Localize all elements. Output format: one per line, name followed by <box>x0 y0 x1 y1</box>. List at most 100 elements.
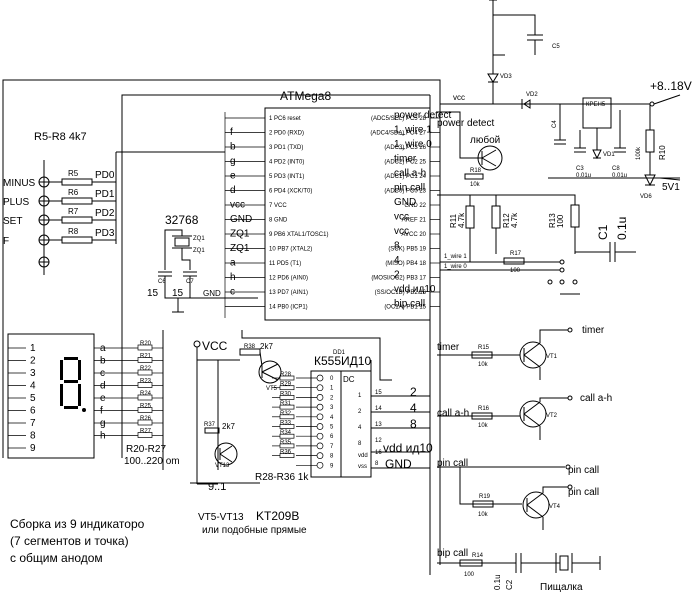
decoder-output: 5 <box>330 425 334 431</box>
decoder-output: 4 <box>330 415 334 421</box>
resistor-r16: R16 <box>478 406 490 412</box>
diode-vd3: VD3 <box>500 74 512 80</box>
resistor-r13: R13 <box>548 213 557 228</box>
resistor-r8: R8 <box>68 227 79 236</box>
mcu-right-net: GND <box>394 197 416 208</box>
diode-vd6: VD6 <box>640 194 652 200</box>
cap-c2-value: 0.1u <box>493 574 502 590</box>
crystal-ref-1: ZQ1 <box>193 236 205 242</box>
mcu-right-net: 4 <box>394 255 400 266</box>
display-resistor-label: R20-R27 <box>126 444 166 455</box>
mcu-right-pin: (ADC0) PC0 23 <box>384 189 426 195</box>
resistor-r7: R7 <box>68 207 79 216</box>
display-segment: c <box>100 368 105 379</box>
cap-c8-value: 0.01u <box>612 173 627 179</box>
decoder-input: 2 <box>358 409 362 415</box>
decoder-resistor: R30 <box>280 391 292 397</box>
decoder-output: 1 <box>330 386 334 392</box>
mcu-right-pin: (ADC4/SDA) PC4 27 <box>370 131 426 137</box>
cap-c4: C4 <box>552 120 558 128</box>
driver-section: VCC R38 2k7 VT5 VT13 R37 2k7 9..1 VT5-VT… <box>190 339 307 536</box>
display-row: 6 <box>30 406 36 417</box>
cap-c7: C7 <box>186 279 194 285</box>
decoder-ref: DD1 <box>333 350 346 356</box>
resistor-r38: R38 <box>244 344 256 350</box>
resistor-r18: R18 <box>470 168 482 174</box>
mcu-right-net: vdd ид10 <box>394 284 436 295</box>
mcu-right-pin: (ADC5/SCL) PC5 28 <box>371 116 427 122</box>
onewire-bus-1: 1_wire 1 <box>444 254 467 260</box>
resistor-r38-value: 2k7 <box>260 342 273 351</box>
display-row: 2 <box>30 356 36 367</box>
decoder-output: 6 <box>330 434 334 440</box>
display-seg-resistor: R21 <box>140 354 152 360</box>
cap-c1: C1 <box>596 224 610 240</box>
driver-type-label: VT5-VT13 <box>198 512 244 523</box>
driver-type-note: или подобные прямые <box>202 524 307 536</box>
decoder-resistor: R28 <box>280 372 292 378</box>
mcu-right-net: call a-h <box>394 168 426 179</box>
decoder-output: 9 <box>330 463 334 469</box>
output-pincall-label: pin call <box>568 465 599 476</box>
resistor-r5: R5 <box>68 169 79 178</box>
decoder-name: К555ИД10 <box>314 354 371 368</box>
mcu-right-net: timer <box>394 154 417 165</box>
decoder-resistor: R32 <box>280 411 292 417</box>
bus-2: 2 <box>410 385 417 399</box>
mcu-left-net: c <box>230 287 235 298</box>
output-call-net: call a-h <box>437 408 469 419</box>
display-seg-resistor: R20 <box>140 341 152 347</box>
mcu-right-pin: (SS/OC1B) PB2 16 <box>375 290 427 296</box>
display-row: 5 <box>30 393 36 404</box>
display-row: 1 <box>30 343 36 354</box>
display-row: 8 <box>30 431 36 442</box>
port-pd3: PD3 <box>95 228 115 239</box>
decoder-dd1: DD1 К555ИД10 DC 0R281R292R303R314R325R33… <box>255 350 382 483</box>
button-label-plus: PLUS <box>3 197 29 208</box>
resistor-r12: R12 <box>502 213 511 228</box>
mcu-right-pin: (ADC2) PC2 25 <box>384 160 426 166</box>
output-pincall: pin call pin call R19 10k VT4 pin call <box>437 458 599 530</box>
cap-c5: C5 <box>552 44 560 50</box>
mcu-right-net: 1_wire 0 <box>394 139 432 150</box>
decoder-pin: 16 <box>375 450 382 456</box>
mcu-left-pin: 6 PD4 (XCK/T0) <box>269 189 312 195</box>
mcu-left-pin: 5 PD3 (INT1) <box>269 174 304 180</box>
button-resistors-header: R5-R8 4k7 <box>34 131 87 143</box>
resistor-r14-value: 100 <box>464 572 475 578</box>
decoder-resistor: R35 <box>280 440 292 446</box>
transistor-vt4: VT4 <box>549 504 561 510</box>
resistor-r15: R15 <box>478 345 490 351</box>
button-section: R5-R8 4k7 MINUS R5 PD0 PLUS R6 PD1 <box>3 131 225 275</box>
mcu-right-net: vcc <box>394 226 409 237</box>
decoder-resistor: R34 <box>280 430 292 436</box>
mcu-left-net: b <box>230 142 236 153</box>
decoder-output: 2 <box>330 395 334 401</box>
mcu-left-pin: 11 PD5 (T1) <box>269 261 301 267</box>
mcu-left-pin: 8 GND <box>269 218 288 224</box>
crystal-ref-2: ZQ1 <box>193 248 205 254</box>
power-detect-label: power detect <box>437 118 494 129</box>
decoder-input: vdd <box>358 453 368 459</box>
display-note-line3: с общим анодом <box>10 551 103 565</box>
cap-c6-value: 15 <box>147 288 159 299</box>
display-row: 4 <box>30 381 36 392</box>
output-timer-net: timer <box>437 342 460 353</box>
decoder-resistor: R31 <box>280 401 292 407</box>
decoder-pin: 8 <box>375 461 379 467</box>
decoder-resistor: R29 <box>280 382 292 388</box>
mcu-right-pin: (MISO) PB4 18 <box>385 261 426 267</box>
power-supply: +8..18V <box>650 79 692 93</box>
transistor-vt5: VT5 <box>266 386 278 392</box>
cap-c2: C2 <box>505 579 514 590</box>
resistor-r18-value: 10k <box>470 182 481 188</box>
decoder-output: 3 <box>330 405 334 411</box>
mcu-left-pin: 2 PD0 (RXD) <box>269 131 304 137</box>
mcu-left-net: ZQ1 <box>230 229 250 240</box>
resistor-r12-value: 4.7k <box>510 212 519 228</box>
mcu-name: ATMega8 <box>280 89 331 103</box>
decoder-resistor: R36 <box>280 450 292 456</box>
mcu-left-pin: 3 PD1 (TXD) <box>269 145 303 151</box>
mcu-right-net: 8 <box>394 241 400 252</box>
decoder-input: 8 <box>358 441 362 447</box>
